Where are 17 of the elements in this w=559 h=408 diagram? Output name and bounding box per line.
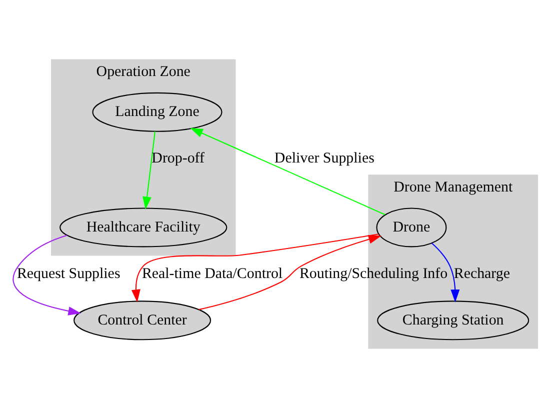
edge-label: Recharge	[454, 266, 510, 282]
arrow	[142, 131, 156, 210]
arrow	[190, 128, 386, 216]
node-ellipse: Control Center	[74, 300, 212, 340]
arrow	[131, 234, 379, 302]
node-ellipse: Drone	[376, 208, 447, 248]
arrow	[198, 234, 382, 310]
edge-label: Routing/Scheduling Info	[299, 266, 448, 282]
edge-label: Real-time Data/Control	[142, 266, 283, 282]
node-ellipse: Healthcare Facility	[60, 208, 228, 248]
edge-label: Drop-off	[152, 150, 204, 167]
node-ellipse: Charging Station	[377, 300, 530, 340]
edge-label: Request Supplies	[16, 266, 120, 282]
node-ellipse: Landing Zone	[92, 92, 222, 132]
edge-label: Deliver Supplies	[274, 150, 374, 167]
arrow	[431, 242, 460, 302]
arrow	[12, 234, 82, 316]
